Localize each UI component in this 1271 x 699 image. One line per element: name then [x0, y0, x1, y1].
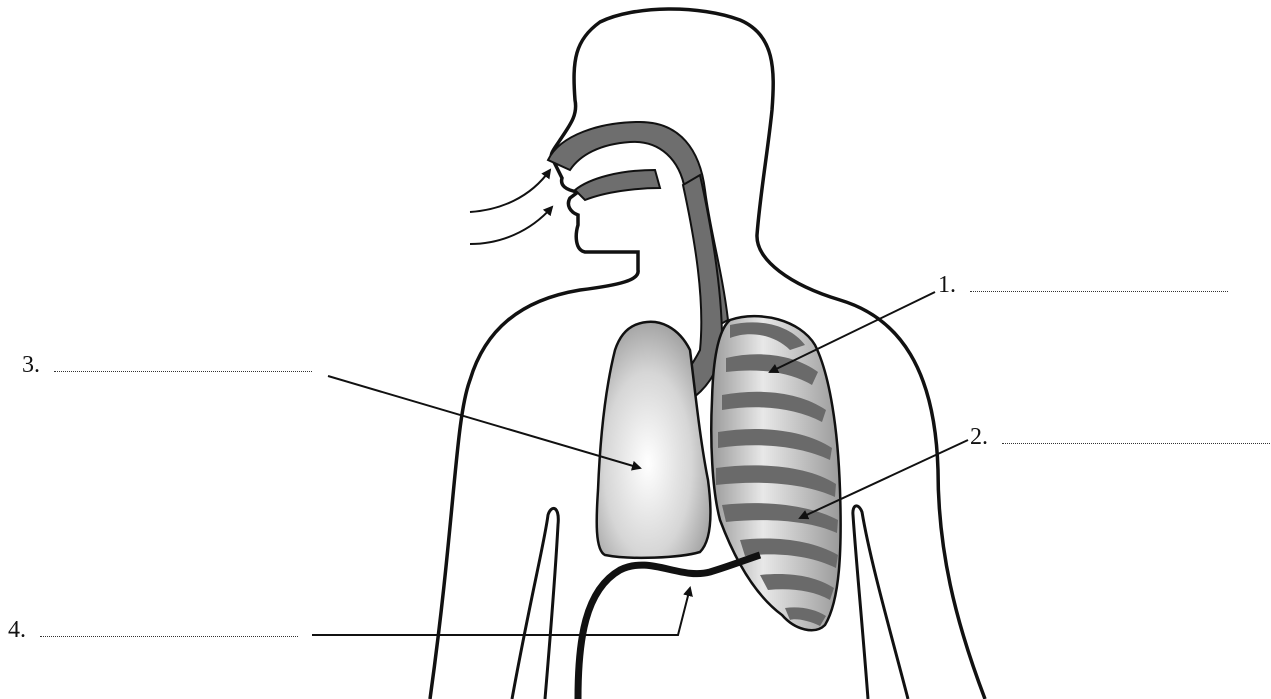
label-1: 1.	[938, 272, 1228, 299]
airflow-arrow-lower	[470, 207, 552, 244]
airflow-arrow-upper	[470, 170, 550, 212]
label-2: 2.	[970, 424, 1270, 451]
label-3: 3.	[22, 352, 312, 379]
right-arm-inner-line	[853, 506, 908, 699]
label-2-answer-blank[interactable]	[1002, 427, 1270, 444]
label-4-number: 4.	[8, 617, 26, 644]
lung-left	[597, 322, 711, 558]
label-4: 4.	[8, 617, 298, 644]
label-3-number: 3.	[22, 352, 40, 379]
label-1-number: 1.	[938, 272, 956, 299]
mouth-airway	[575, 170, 660, 200]
left-arm-inner-line	[512, 508, 558, 699]
pointer-line-3	[328, 376, 640, 468]
pointer-line-4	[312, 588, 690, 635]
label-4-answer-blank[interactable]	[40, 620, 298, 637]
label-2-number: 2.	[970, 424, 988, 451]
label-1-answer-blank[interactable]	[970, 275, 1228, 292]
diaphragm	[578, 555, 760, 699]
label-3-answer-blank[interactable]	[54, 355, 312, 372]
lung-right	[711, 316, 840, 630]
